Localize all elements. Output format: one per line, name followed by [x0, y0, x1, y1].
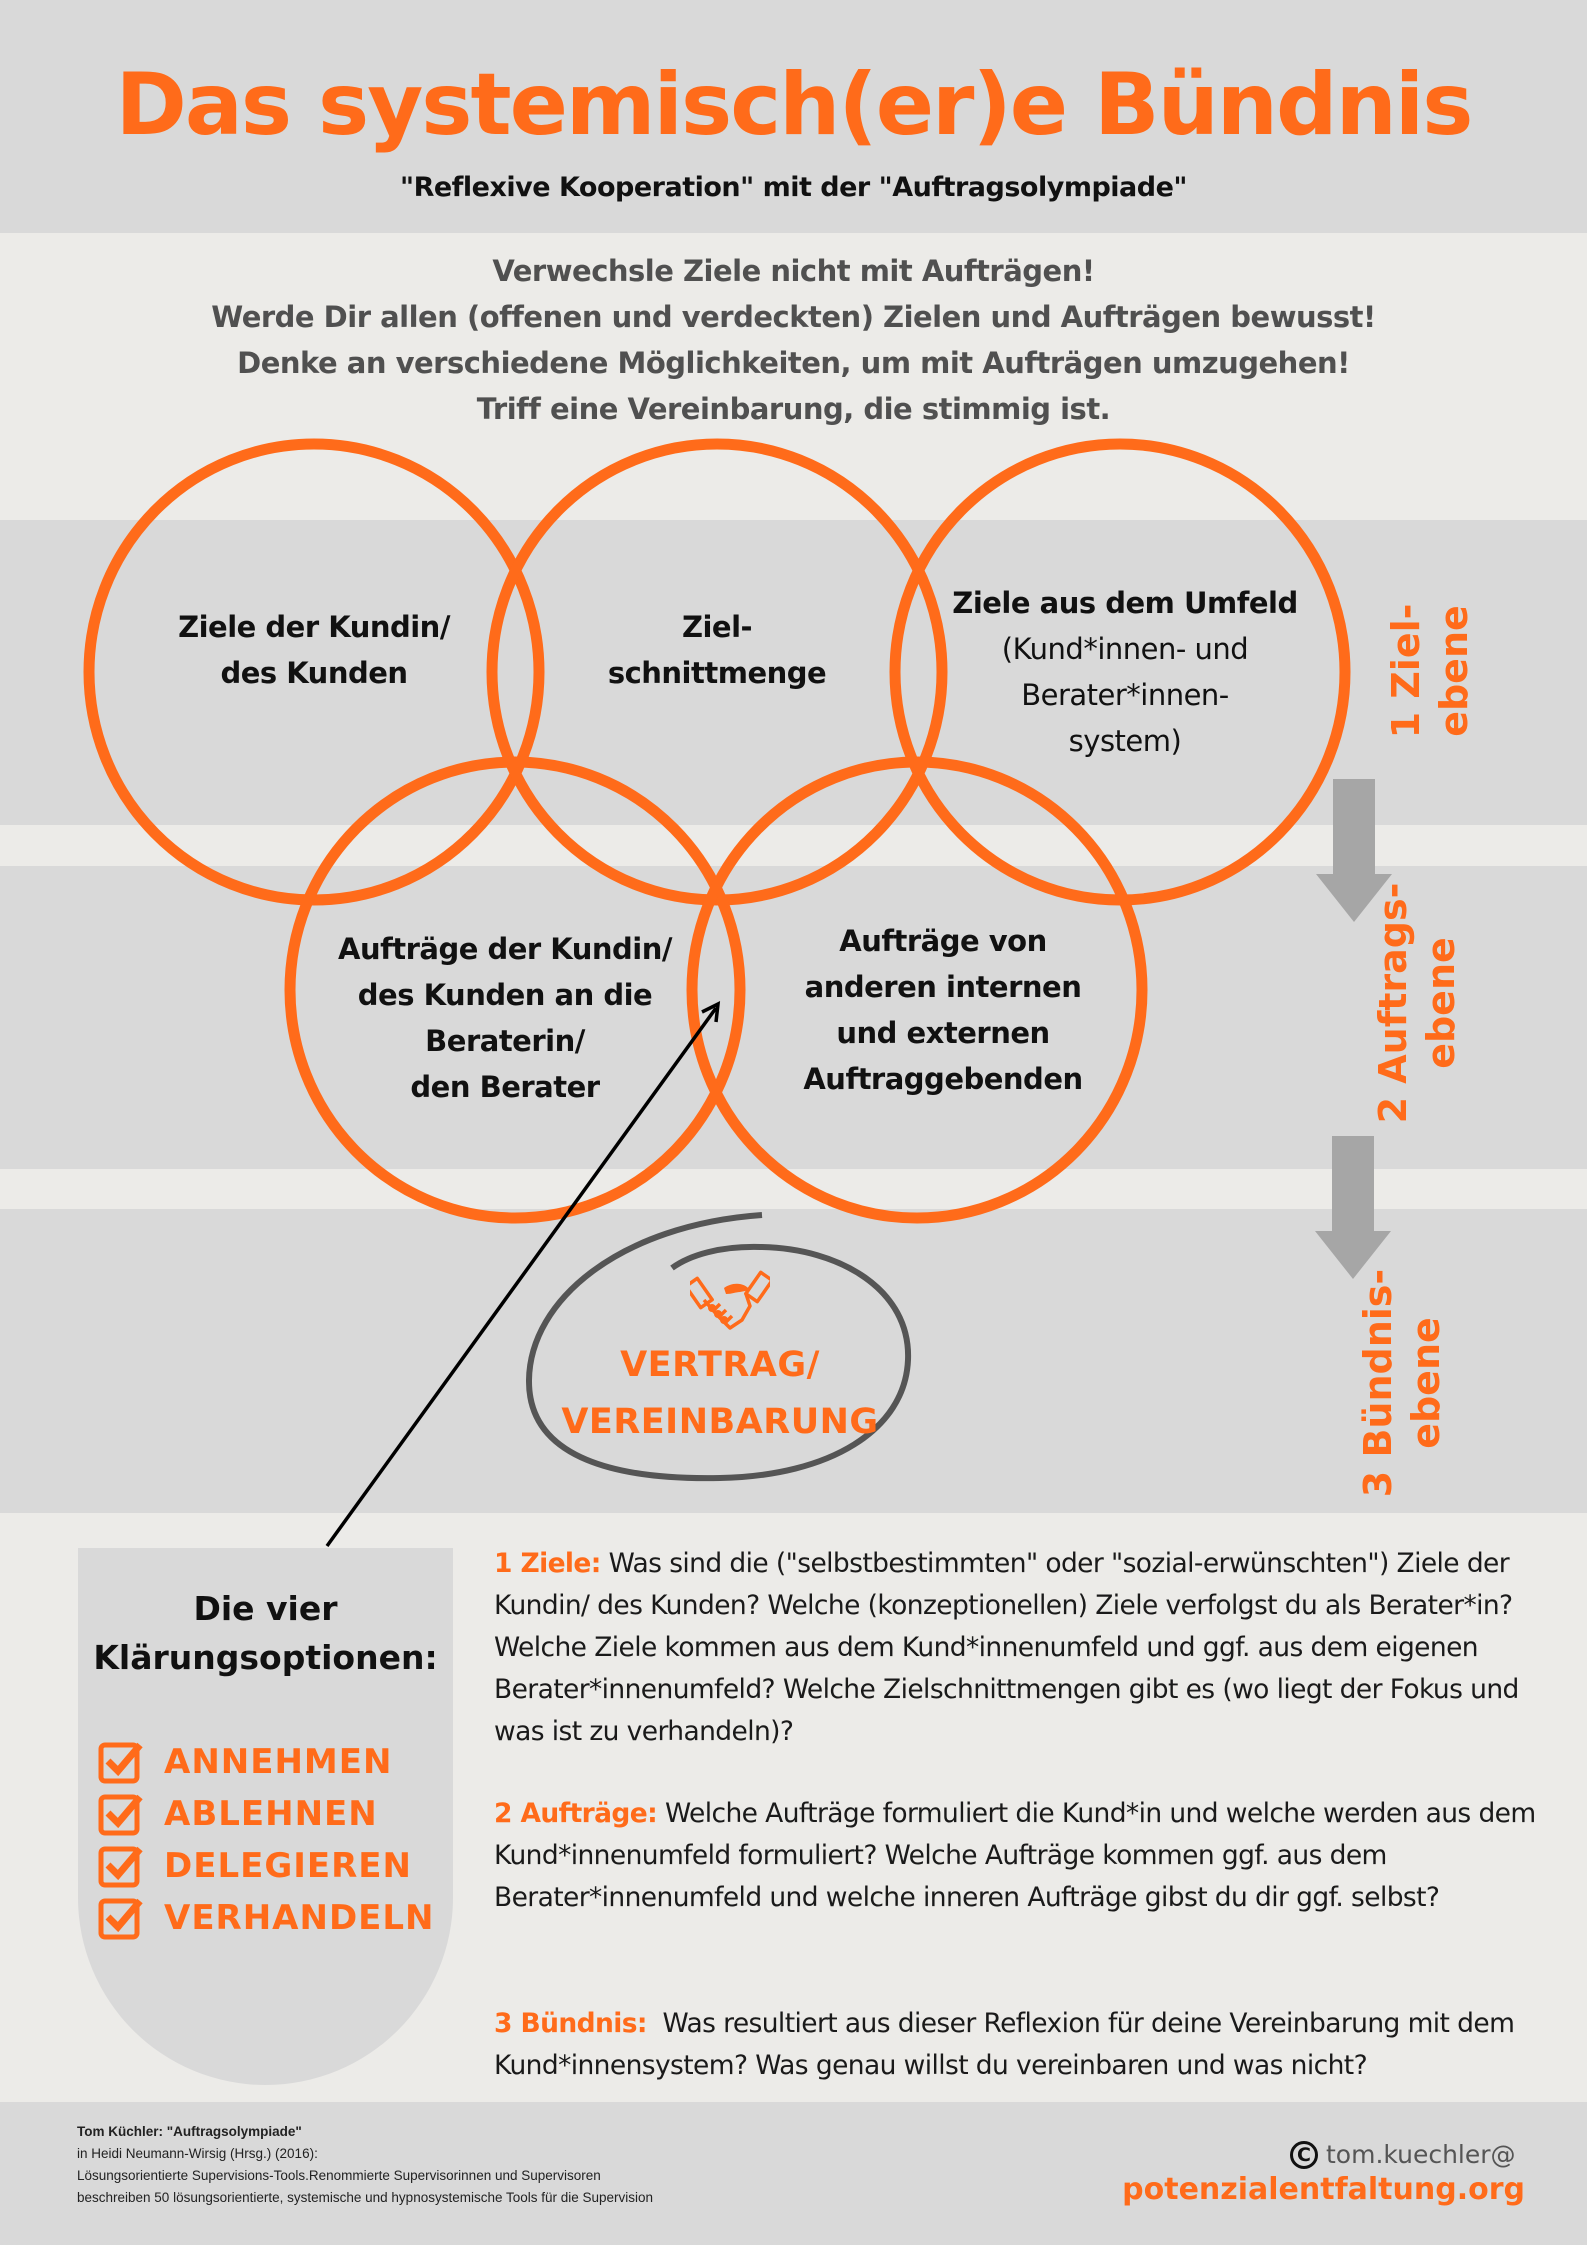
level-label-line: 2 Auftrags- [1371, 882, 1415, 1124]
checkbox-checked-icon [98, 1742, 143, 1784]
circle-environment-goals-label: Ziele aus dem Umfeld (Kund*innen- und Be… [925, 580, 1325, 764]
question-text: Was sind die ("selbstbestimmten" oder "s… [494, 1548, 1519, 1747]
citation: Tom Küchler: "Auftragsolympiade" in Heid… [77, 2121, 653, 2209]
circle-label-line: Aufträge der Kundin/ [338, 932, 672, 966]
agreement-line: VERTRAG/ [620, 1345, 820, 1385]
level-label-line: ebene [1419, 937, 1463, 1069]
level-label-line: ebene [1404, 1317, 1448, 1449]
level-label-alliance: 3 Bündnis- ebene [1354, 1248, 1450, 1518]
circle-client-goals-label: Ziele der Kundin/ des Kunden [124, 604, 504, 696]
question-goals: 1 Ziele: Was sind die ("selbstbestimmten… [494, 1543, 1564, 1753]
intro-line: Werde Dir allen (offenen und verdeckten)… [211, 300, 1376, 334]
checkbox-checked-icon [98, 1794, 143, 1836]
handshake-icon [690, 1270, 770, 1330]
question-heading: 1 Ziele: [494, 1548, 601, 1579]
email-prefix: tom.kuechler@ [1326, 2140, 1516, 2169]
option-label: ABLEHNEN [164, 1794, 378, 1834]
footer-band [0, 2102, 1587, 2245]
level-label-line: 3 Bündnis- [1356, 1268, 1400, 1498]
page-subtitle: "Reflexive Kooperation" mit der "Auftrag… [400, 172, 1187, 203]
options-title: Die vier Klärungsoptionen: [78, 1584, 453, 1682]
option-item: ABLEHNEN [98, 1788, 378, 1840]
level-label-line: ebene [1432, 605, 1476, 737]
question-orders: 2 Aufträge: Welche Aufträge formuliert d… [494, 1793, 1564, 1919]
circle-label-line: Ziele der Kundin/ [178, 610, 450, 644]
copyright: C tom.kuechler@ [1290, 2140, 1516, 2169]
level-label-line: 1 Ziel- [1384, 603, 1428, 739]
circle-other-orders-label: Aufträge von anderen internen und extern… [743, 918, 1143, 1102]
options-title-line: Die vier [193, 1589, 338, 1628]
circle-label-line: Ziel- [681, 610, 753, 644]
option-label: VERHANDELN [164, 1898, 435, 1938]
circle-label-line: des Kunden [220, 656, 408, 690]
question-heading: 2 Aufträge: [494, 1798, 658, 1829]
option-label: ANNEHMEN [164, 1742, 393, 1782]
intro-statements: Verwechsle Ziele nicht mit Aufträgen! We… [0, 248, 1587, 432]
level-label-goals: 1 Ziel- ebene [1382, 561, 1478, 781]
intro-line: Triff eine Vereinbarung, die stimmig ist… [476, 392, 1111, 426]
circle-label-line: Auftraggebenden [803, 1062, 1083, 1096]
citation-author: Tom Küchler: "Auftragsolympiade" [77, 2124, 302, 2139]
clarification-options-panel: Die vier Klärungsoptionen: ANNEHMEN ABLE… [78, 1548, 453, 2085]
circle-label-line: und externen [836, 1016, 1050, 1050]
checkbox-checked-icon [98, 1898, 143, 1940]
circle-label-line: (Kund*innen- und [1001, 632, 1249, 666]
circle-goal-intersection-label: Ziel- schnittmenge [527, 604, 907, 696]
circle-label-line: schnittmenge [607, 656, 827, 690]
citation-line: beschreiben 50 lösungsorientierte, syste… [77, 2190, 654, 2205]
agreement-line: VEREINBARUNG [561, 1402, 879, 1442]
circle-label-line: des Kunden an die [357, 978, 653, 1012]
circle-label-line: den Berater [410, 1070, 600, 1104]
citation-line: in Heidi Neumann-Wirsig (Hrsg.) (2016): [77, 2146, 318, 2161]
question-alliance: 3 Bündnis: Was resultiert aus dieser Ref… [494, 2003, 1564, 2087]
citation-line: Lösungsorientierte Supervisions-Tools.Re… [77, 2168, 601, 2183]
intro-line: Verwechsle Ziele nicht mit Aufträgen! [492, 254, 1095, 288]
copyright-icon: C [1290, 2140, 1318, 2169]
option-item: DELEGIEREN [98, 1840, 412, 1892]
question-heading: 3 Bündnis: [494, 2008, 647, 2039]
circle-label-line: Aufträge von [839, 924, 1047, 958]
circle-client-orders-label: Aufträge der Kundin/ des Kunden an die B… [305, 926, 705, 1110]
website-link[interactable]: potenzialentfaltung.org [1122, 2172, 1525, 2207]
circle-label-line: Beraterin/ [425, 1024, 585, 1058]
circle-label-line: anderen internen [804, 970, 1082, 1004]
question-text: Was resultiert aus dieser Reflexion für … [494, 2008, 1523, 2081]
page-title: Das systemisch(er)e Bündnis [115, 55, 1474, 155]
options-title-line: Klärungsoptionen: [93, 1638, 438, 1677]
option-item: ANNEHMEN [98, 1736, 392, 1788]
checkbox-checked-icon [98, 1846, 143, 1888]
question-text: Welche Aufträge formuliert die Kund*in u… [494, 1798, 1536, 1913]
intro-line: Denke an verschiedene Möglichkeiten, um … [237, 346, 1350, 380]
agreement-label: VERTRAG/ VEREINBARUNG [520, 1337, 920, 1451]
circle-label-line: Berater*innen- [1021, 678, 1229, 712]
circle-label-line: system) [1068, 724, 1182, 758]
level-label-orders: 2 Auftrags- ebene [1369, 863, 1465, 1143]
header-band [0, 0, 1587, 233]
option-label: DELEGIEREN [164, 1846, 412, 1886]
circle-label-line: Ziele aus dem Umfeld [952, 586, 1298, 620]
option-item: VERHANDELN [98, 1892, 435, 1944]
